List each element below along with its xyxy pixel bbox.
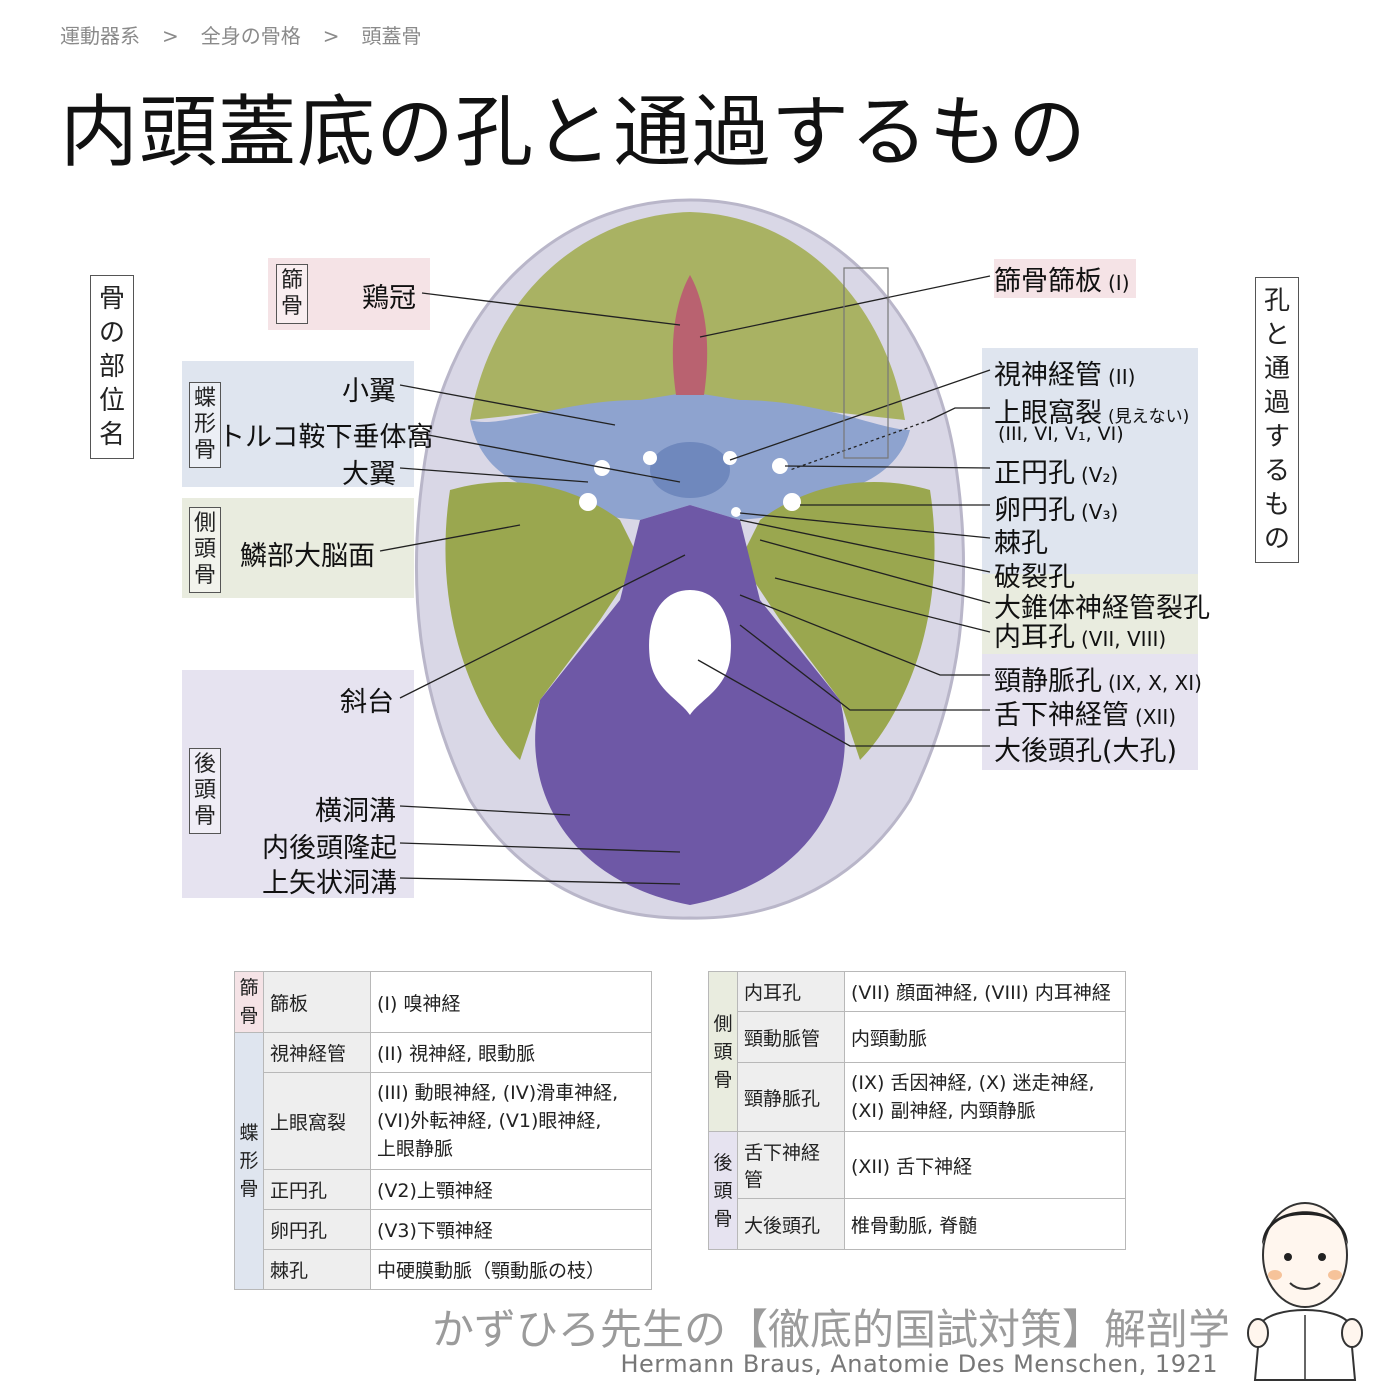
label-cribriform-plate: 篩骨篩板(I)	[994, 259, 1136, 298]
table-row: 上眼窩裂 (III) 動眼神経, (IV)滑車神経,(VI)外転神経, (V1)…	[235, 1072, 652, 1170]
bone-label-occipital: 後頭骨	[189, 748, 221, 834]
table-cell-name: 頸静脈孔	[737, 1062, 845, 1132]
breadcrumb-item[interactable]: 頭蓋骨	[361, 24, 422, 48]
sphenoid-band-right	[982, 348, 1198, 574]
label-optic-canal: 視神経管(II)	[994, 360, 1136, 391]
breadcrumb-separator: >	[162, 24, 179, 48]
table-cell-name: 棘孔	[263, 1249, 371, 1290]
table-cell-name: 頸動脈管	[737, 1011, 845, 1063]
label-internal-occipital-protuberance: 内後頭隆起	[262, 833, 397, 864]
table-row: 正円孔 (V2)上顎神経	[235, 1169, 652, 1210]
bone-label-sphenoid: 蝶形骨	[189, 382, 221, 468]
label-crista-galli: 鶏冠	[362, 283, 416, 314]
label-foramen-spinosum: 棘孔	[994, 528, 1048, 559]
foramen-dot	[783, 493, 801, 511]
label-foramen-magnum: 大後頭孔(大孔)	[994, 736, 1178, 767]
table-cell-name: 内耳孔	[737, 971, 845, 1012]
foramina-table-right: 側頭骨 内耳孔 (VII) 顔面神経, (VIII) 内耳神経 頸動脈管 内頸動…	[708, 971, 1126, 1250]
table-cell-name: 卵円孔	[263, 1209, 371, 1250]
label-clivus: 斜台	[340, 687, 394, 718]
table-row: 棘孔 中硬膜動脈（顎動脈の枝）	[235, 1249, 652, 1290]
table-cell-desc: (II) 視神経, 眼動脈	[370, 1032, 652, 1073]
occipital-band-right	[982, 654, 1198, 770]
foramen-dot	[772, 458, 788, 474]
table-row: 後頭骨 舌下神経管 (XII) 舌下神経	[708, 1131, 1126, 1250]
footer-title: かずひろ先生の【徹底的国試対策】解剖学	[431, 1305, 1230, 1354]
table-cell-desc: 椎骨動脈, 脊髄	[844, 1198, 1126, 1250]
label-hypophyseal-fossa: トルコ鞍下垂体窩	[218, 422, 434, 453]
ethmoid-band	[268, 258, 430, 330]
breadcrumb-separator: >	[322, 24, 340, 48]
foramen-dot	[579, 493, 597, 511]
temporal-band-right	[982, 574, 1198, 654]
group-cell-occipital: 後頭骨	[708, 1131, 738, 1250]
label-hypoglossal-canal: 舌下神経管(XII)	[994, 700, 1177, 731]
table-row: 卵円孔 (V3)下顎神経	[235, 1209, 652, 1250]
label-lesser-wing: 小翼	[342, 376, 396, 407]
label-jugular-foramen: 頸静脈孔(IX, X, XI)	[994, 666, 1202, 697]
temporal-left	[445, 481, 640, 760]
table-cell-desc: (IX) 舌因神経, (X) 迷走神経,(XI) 副神経, 内頸静脈	[844, 1062, 1126, 1132]
foramen-magnum	[649, 590, 731, 715]
table-row: 篩骨 篩板 (I) 嗅神経	[234, 971, 652, 1033]
label-squamous-part: 鱗部大脳面	[240, 541, 375, 572]
table-cell-name: 篩板	[263, 971, 371, 1033]
group-cell-sphenoid: 蝶形骨	[234, 1032, 264, 1290]
table-cell-desc: (VII) 顔面神経, (VIII) 内耳神経	[844, 971, 1126, 1012]
table-row: 大後頭孔 椎骨動脈, 脊髄	[709, 1198, 1126, 1250]
right-side-title: 孔と通過するもの	[1255, 277, 1299, 563]
table-cell-name: 舌下神経管	[737, 1131, 845, 1199]
table-cell-desc: (XII) 舌下神経	[844, 1131, 1126, 1199]
label-sagittal-sulcus: 上矢状洞溝	[262, 868, 397, 899]
table-cell-desc: (III) 動眼神経, (IV)滑車神経,(VI)外転神経, (V1)眼神経,上…	[370, 1072, 652, 1170]
label-foramen-ovale: 卵円孔(V₃)	[994, 495, 1119, 526]
page-title: 内頭蓋底の孔と通過するもの	[60, 88, 1088, 178]
table-cell-name: 大後頭孔	[737, 1198, 845, 1250]
table-cell-desc: (V2)上顎神経	[370, 1169, 652, 1210]
table-cell-name: 上眼窩裂	[263, 1072, 371, 1170]
foramen-dot	[643, 451, 657, 465]
group-cell-temporal: 側頭骨	[708, 971, 738, 1132]
breadcrumb-item[interactable]: 全身の骨格	[200, 24, 301, 48]
table-cell-name: 正円孔	[263, 1169, 371, 1210]
label-transverse-sulcus: 横洞溝	[315, 796, 396, 827]
table-cell-name: 視神経管	[263, 1032, 371, 1073]
table-cell-desc: 内頸動脈	[844, 1011, 1126, 1063]
table-cell-desc: (I) 嗅神経	[370, 971, 652, 1033]
crista-galli	[672, 275, 708, 395]
bone-label-ethmoid: 篩骨	[276, 264, 308, 324]
group-cell-ethmoid: 篩骨	[234, 971, 264, 1033]
table-row: 頸動脈管 内頸動脈	[709, 1011, 1126, 1063]
table-row: 蝶形骨 視神経管 (II) 視神経, 眼動脈	[234, 1032, 652, 1290]
label-foramen-lacerum: 破裂孔	[994, 562, 1075, 593]
label-greater-wing: 大翼	[342, 459, 396, 490]
temporal-right	[740, 481, 935, 760]
table-cell-desc: (V3)下顎神経	[370, 1209, 652, 1250]
footer-citation: Hermann Braus, Anatomie Des Menschen, 19…	[620, 1350, 1218, 1378]
mascot-illustration	[1247, 1202, 1363, 1381]
label-superior-orbital-fissure: 上眼窩裂(見えない)	[994, 398, 1190, 429]
label-greater-petrosal-hiatus: 大錐体神経管裂孔	[994, 593, 1210, 624]
foramen-dot	[723, 451, 737, 465]
breadcrumb-item[interactable]: 運動器系	[60, 24, 140, 48]
foramina-table-left: 篩骨 篩板 (I) 嗅神経 蝶形骨 視神経管 (II) 視神経, 眼動脈 上眼窩…	[234, 971, 652, 1290]
label-foramen-rotundum: 正円孔(V₂)	[994, 458, 1119, 489]
table-row: 側頭骨 内耳孔 (VII) 顔面神経, (VIII) 内耳神経	[708, 971, 1126, 1132]
label-superior-orbital-fissure-nerves: (III, VI, V₁, VI)	[998, 423, 1124, 445]
table-cell-desc: 中硬膜動脈（顎動脈の枝）	[370, 1249, 652, 1290]
table-row: 頸静脈孔 (IX) 舌因神経, (X) 迷走神経,(XI) 副神経, 内頸静脈	[709, 1062, 1126, 1132]
bone-label-temporal: 側頭骨	[189, 507, 221, 593]
foramen-dot	[731, 507, 741, 517]
left-side-title: 骨の部位名	[90, 275, 134, 459]
breadcrumb: 運動器系 > 全身の骨格 > 頭蓋骨	[60, 20, 422, 49]
sella-turcica	[650, 442, 730, 498]
label-internal-acoustic-meatus: 内耳孔(VII, VIII)	[994, 622, 1167, 653]
